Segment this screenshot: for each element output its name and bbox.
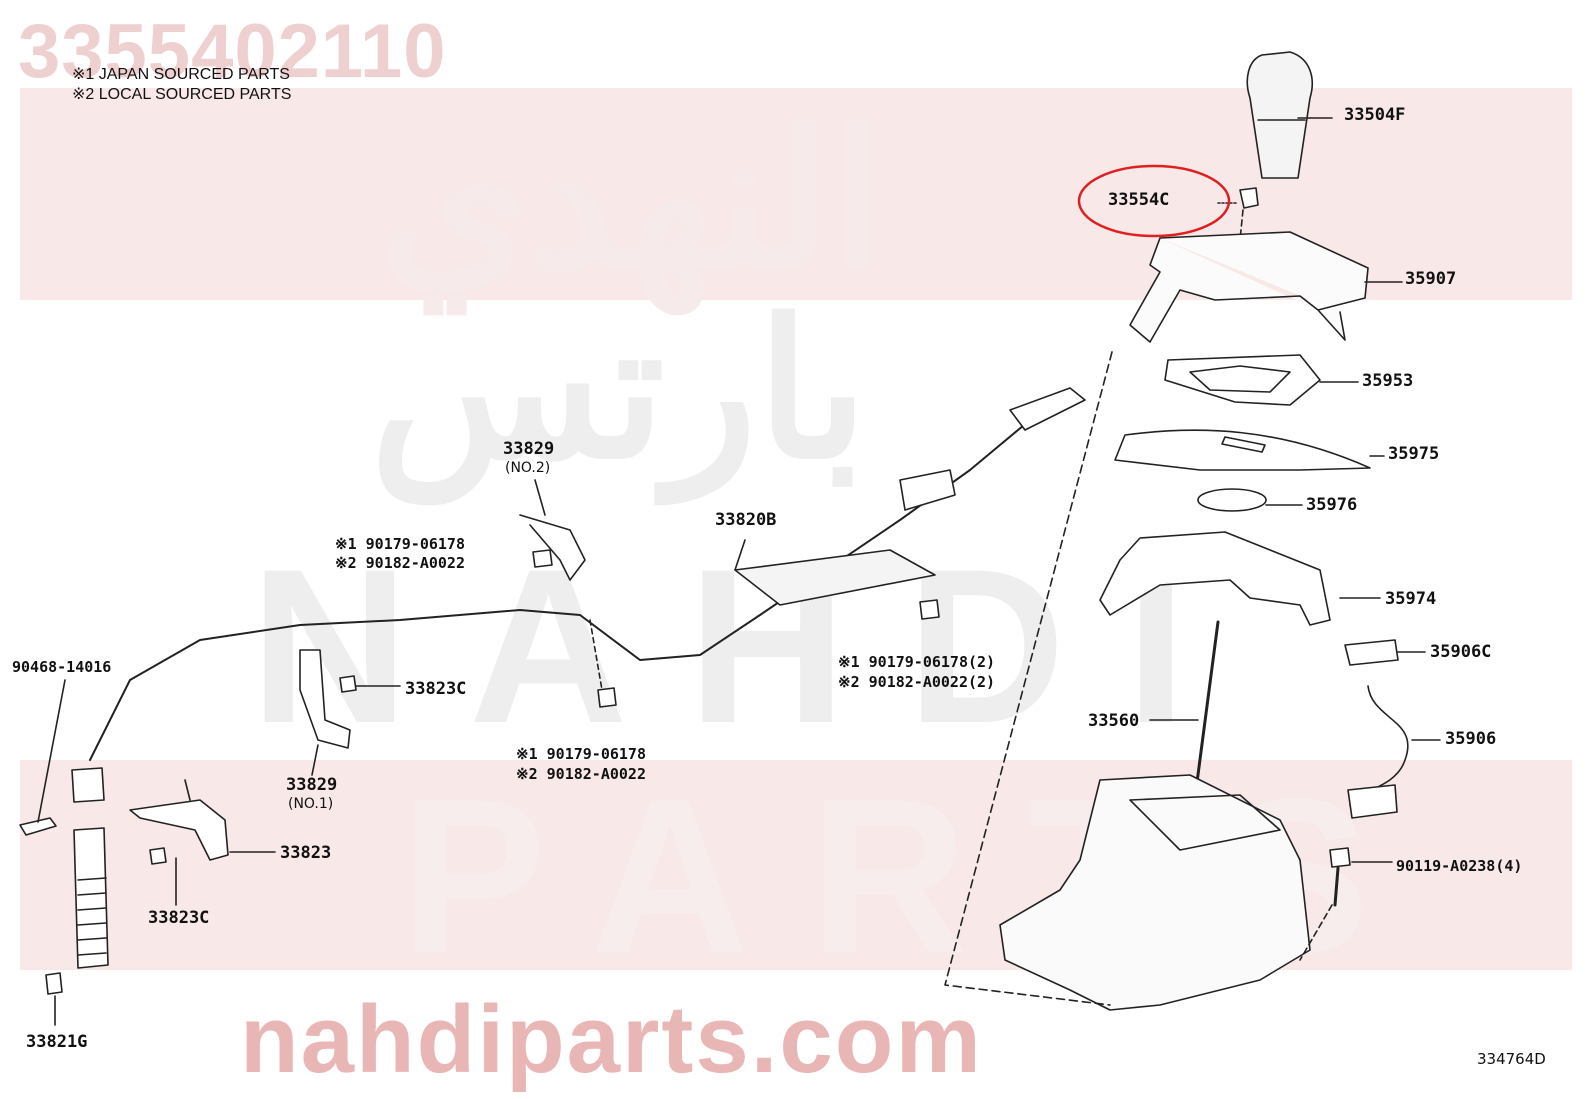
- gasket-35953: [1164, 354, 1321, 406]
- shift-knob: [1246, 51, 1314, 179]
- cable-end: [71, 767, 105, 803]
- label-note1-a: ※1 90179-06178: [335, 535, 465, 553]
- watermark-latin-line1: NAHDI: [250, 523, 1247, 769]
- bolt-90119: [1329, 847, 1351, 868]
- shift-cable: [89, 394, 1061, 761]
- note-japan-sourced: ※1 JAPAN SOURCED PARTS: [72, 66, 290, 83]
- diagram-id: 334764D: [1477, 1050, 1546, 1068]
- label-33823C-a: 33823C: [405, 679, 467, 699]
- indicator-plate: [1114, 429, 1371, 471]
- shift-base: [999, 774, 1311, 1011]
- bracket-no1: [299, 649, 351, 749]
- watermark-band-bottom: [20, 760, 1572, 970]
- label-33829-no1-sub: (NO.1): [288, 796, 334, 812]
- clip-90468: [19, 817, 57, 836]
- label-33560: 33560: [1088, 711, 1140, 731]
- disc-35976: [1197, 488, 1267, 512]
- label-90119: 90119-A0238(4): [1396, 857, 1523, 875]
- label-35974: 35974: [1385, 589, 1437, 609]
- label-35906: 35906: [1445, 729, 1497, 749]
- label-note2-c: ※2 90182-A0022: [516, 765, 646, 783]
- note-local-sourced: ※2 LOCAL SOURCED PARTS: [72, 86, 292, 103]
- label-note1-b: ※1 90179-06178(2): [838, 653, 996, 671]
- label-33821G: 33821G: [26, 1032, 88, 1052]
- label-33820B: 33820B: [715, 510, 777, 530]
- label-33829-no2-sub: (NO.2): [505, 460, 551, 476]
- watermark-part-number: 3355402110: [18, 9, 447, 94]
- watermark-arabic-line2: بارتس: [370, 285, 868, 497]
- clip-33554C: [1239, 187, 1259, 209]
- highlight-ring: [1077, 164, 1231, 238]
- label-note1-c: ※1 90179-06178: [516, 745, 646, 763]
- label-33823C-b: 33823C: [148, 908, 210, 928]
- label-note2-b: ※2 90182-A0022(2): [838, 673, 996, 691]
- label-33829-no2: 33829: [503, 439, 555, 459]
- label-33504F: 33504F: [1344, 105, 1406, 125]
- shift-lever: [1194, 620, 1220, 792]
- label-90468: 90468-14016: [12, 658, 112, 676]
- connector-35906C: [1344, 639, 1399, 666]
- upper-cover: [1129, 231, 1369, 343]
- label-note2-a: ※2 90182-A0022: [335, 554, 465, 572]
- label-33823: 33823: [280, 843, 332, 863]
- label-35953: 35953: [1362, 371, 1414, 391]
- grommet-a: [532, 549, 553, 568]
- dashed-frame: [944, 351, 1113, 1006]
- label-33554C: 33554C: [1108, 190, 1170, 210]
- bracket-no2: [519, 514, 586, 581]
- watermark-website: nahdiparts.com: [240, 986, 983, 1093]
- nut-33821G: [45, 972, 63, 995]
- label-35906C: 35906C: [1430, 642, 1492, 662]
- housing-35974: [1099, 531, 1331, 626]
- label-35907: 35907: [1405, 269, 1457, 289]
- watermark-arabic-line1: النهدي: [380, 95, 885, 307]
- bracket-33823: [129, 799, 229, 861]
- label-33829-no1: 33829: [286, 775, 338, 795]
- label-35975: 35975: [1388, 444, 1440, 464]
- label-35976: 35976: [1306, 495, 1358, 515]
